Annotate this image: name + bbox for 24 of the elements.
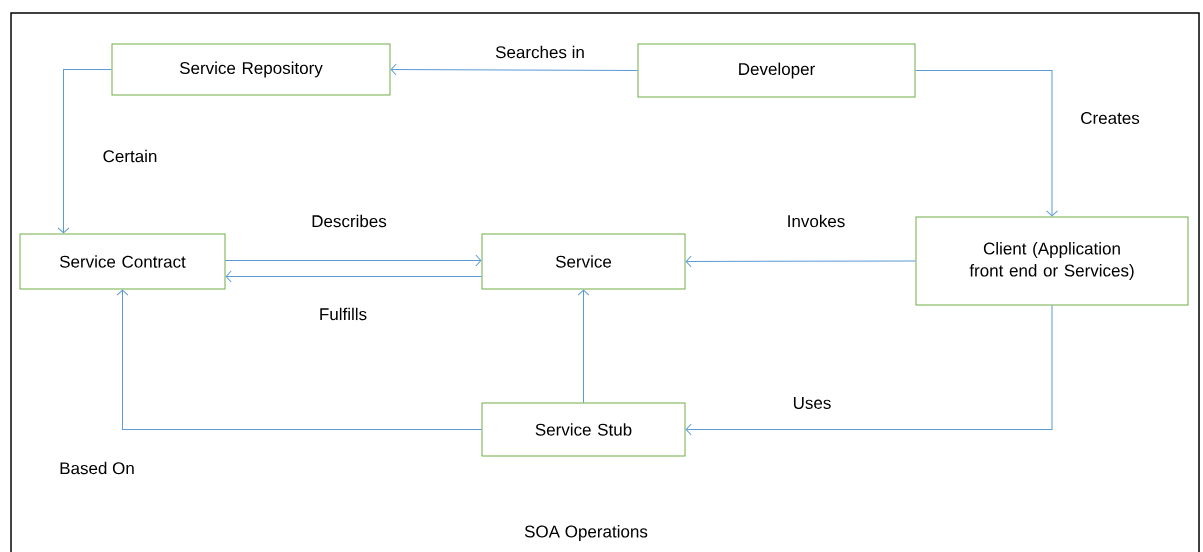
process-box: Service Contract [19, 233, 226, 290]
arrow [390, 63, 638, 76]
caption: SOA Operations [524, 525, 648, 541]
arrow [685, 255, 916, 268]
edge-label: Searches in [494, 44, 586, 60]
edge-label: Creates [1079, 111, 1141, 125]
arrow [225, 270, 482, 283]
edge-label: Fulfills [317, 306, 369, 322]
arrow [577, 289, 590, 403]
edge-label: Certain [101, 148, 159, 164]
arrow [685, 305, 1053, 436]
process-box: Service Repository [111, 43, 391, 96]
edge-label: Based On [58, 460, 136, 476]
process-box: Client (Application front end or Services) [915, 216, 1189, 306]
process-box: Service Stub [481, 402, 686, 457]
edge-label: Invokes [785, 213, 847, 229]
edge-label: Describes [310, 213, 388, 229]
arrow [915, 70, 1058, 217]
process-box: Developer [637, 43, 916, 98]
process-box: Service [481, 233, 686, 290]
edge-label: Uses [791, 396, 833, 410]
arrow [116, 289, 482, 430]
arrow [225, 254, 482, 267]
arrow [57, 69, 112, 234]
